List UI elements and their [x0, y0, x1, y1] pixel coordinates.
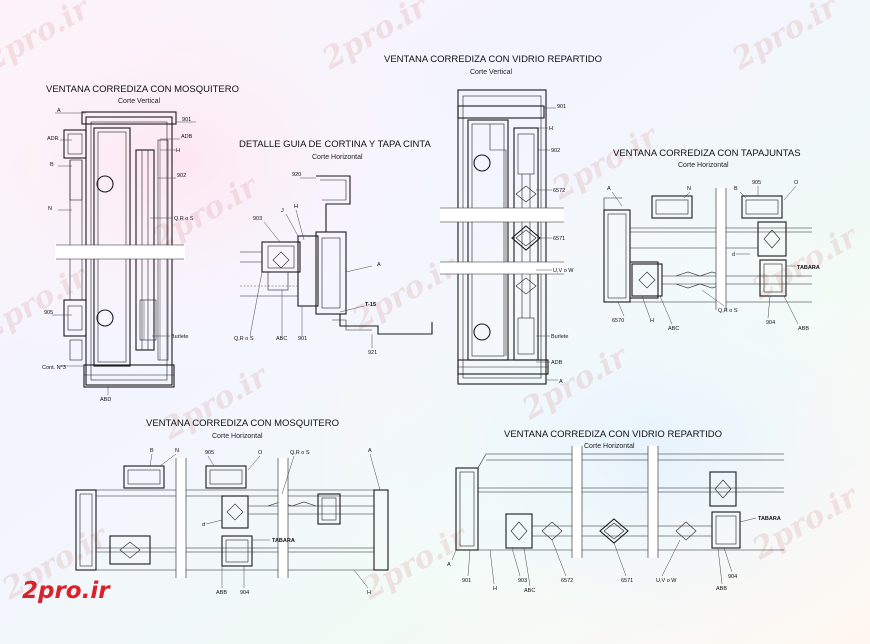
drawing-3-label: H: [549, 126, 553, 132]
drawing-5-horizontal-mosquitero: VENTANA CORREDIZA CON MOSQUITERO Corte H…: [75, 418, 389, 596]
drawing-5-label: 905: [205, 450, 214, 456]
drawing-2-title: DETALLE GUIA DE CORTINA Y TAPA CINTA: [239, 139, 431, 150]
drawing-6-subtitle: Corte Horizontal: [584, 443, 635, 450]
drawing-5-label: TABARA: [272, 538, 295, 544]
drawing-2-label: 901: [298, 336, 307, 342]
drawing-4-label: A: [607, 186, 611, 192]
drawing-1-label: 905: [44, 310, 53, 316]
drawing-2-label: H: [294, 204, 298, 210]
drawing-2-label: T-15: [365, 302, 376, 308]
drawing-2-label: A: [377, 262, 381, 268]
drawing-6-label: A: [447, 562, 451, 568]
drawing-4-label: 904: [766, 320, 775, 326]
drawing-1-label: 902: [177, 173, 186, 179]
drawing-3-label: Burlete: [551, 334, 568, 340]
drawing-3-title: VENTANA CORREDIZA CON VIDRIO REPARTIDO: [384, 54, 602, 65]
drawing-5-label: A: [368, 448, 372, 454]
site-logo: 2pro.ir: [22, 578, 110, 604]
drawing-1-label: Burlete: [171, 334, 188, 340]
drawing-2-label: 920: [292, 172, 301, 178]
drawing-4-subtitle: Corte Horizontal: [678, 162, 729, 169]
drawing-6-label: 6571: [621, 578, 633, 584]
drawing-1-title: VENTANA CORREDIZA CON MOSQUITERO: [46, 84, 239, 95]
drawing-6-label: H: [493, 586, 497, 592]
drawing-3-label: U,V o W: [553, 268, 574, 274]
drawing-6-label: ABC: [524, 588, 535, 594]
drawing-1-label: ADR: [47, 136, 59, 142]
drawing-1-label: ABD: [100, 397, 111, 403]
drawing-5-label: Q,R o S: [290, 450, 310, 456]
drawing-1-label: ADB: [181, 134, 193, 140]
drawing-5-label: 904: [240, 590, 249, 596]
drawing-3-vertical-vidrio-repartido: VENTANA CORREDIZA CON VIDRIO REPARTIDO C…: [384, 54, 602, 385]
drawing-5-label: N: [175, 448, 179, 454]
drawing-2-label: 903: [253, 216, 262, 222]
drawing-4-label: N: [687, 186, 691, 192]
drawing-3-label: ADB: [551, 360, 563, 366]
drawing-5-subtitle: Corte Horizontal: [212, 433, 263, 440]
drawing-1-label: N: [48, 206, 52, 212]
drawing-4-label: H: [650, 318, 654, 324]
drawing-3-label: 901: [557, 104, 566, 110]
drawing-6-label: TABARA: [758, 516, 781, 522]
drawing-3-label: 902: [551, 148, 560, 154]
drawing-4-label: O: [794, 180, 799, 186]
drawing-4-label: d: [732, 252, 735, 258]
drawing-5-label: d: [202, 522, 205, 528]
drawing-5-label: B: [150, 448, 154, 454]
drawing-6-title: VENTANA CORREDIZA CON VIDRIO REPARTIDO: [504, 429, 722, 440]
drawing-1-subtitle: Corte Vertical: [118, 98, 160, 105]
drawing-4-label: Q,R o S: [718, 308, 738, 314]
drawing-6-label: ABB: [716, 586, 727, 592]
drawing-2-label: J: [281, 208, 284, 214]
drawing-3-label: 6572: [553, 188, 565, 194]
drawing-4-label: 905: [752, 180, 761, 186]
drawing-1-label: Q,R o S: [174, 216, 194, 222]
drawing-4-label: B: [734, 186, 738, 192]
drawing-4-horizontal-tapajuntas: VENTANA CORREDIZA CON TAPAJUNTAS Corte H…: [603, 148, 820, 332]
drawing-4-label: TABARA: [797, 265, 820, 271]
drawing-4-label: 6570: [612, 318, 624, 324]
drawing-6-label: 904: [728, 574, 737, 580]
drawing-5-title: VENTANA CORREDIZA CON MOSQUITERO: [146, 418, 339, 429]
drawing-2-label: ABC: [276, 336, 287, 342]
drawing-6-label: 903: [518, 578, 527, 584]
drawing-1-label: B: [50, 162, 54, 168]
drawing-1-label: Cont. N°3: [42, 365, 66, 371]
drawing-2-subtitle: Corte Horizontal: [312, 154, 363, 161]
drawing-3-label: A: [559, 379, 563, 385]
drawing-4-label: ABC: [668, 326, 679, 332]
drawing-3-subtitle: Corte Vertical: [470, 69, 512, 76]
drawing-1-label: A: [57, 108, 61, 114]
drawing-6-horizontal-vidrio-repartido: VENTANA CORREDIZA CON VIDRIO REPARTIDO C…: [447, 429, 784, 594]
drawing-5-label: ABB: [216, 590, 227, 596]
drawing-2-label: 921: [368, 350, 377, 356]
drawing-6-label: 6572: [561, 578, 573, 584]
drawing-4-title: VENTANA CORREDIZA CON TAPAJUNTAS: [613, 148, 801, 159]
drawing-6-label: U,V o W: [656, 578, 677, 584]
drawing-2-label: Q,R o S: [234, 336, 254, 342]
drawing-1-label: 901: [182, 117, 191, 123]
drawing-6-label: 901: [462, 578, 471, 584]
drawing-1-vertical-mosquitero: VENTANA CORREDIZA CON MOSQUITERO Corte V…: [42, 84, 239, 403]
drawing-3-label: 6571: [553, 236, 565, 242]
drawing-1-label: H: [176, 148, 180, 154]
drawing-5-label: H: [367, 590, 371, 596]
drawing-4-label: ABB: [798, 326, 809, 332]
drawing-5-label: O: [258, 450, 263, 456]
drawing-2-guia-cortina: DETALLE GUIA DE CORTINA Y TAPA CINTA Cor…: [234, 139, 433, 356]
